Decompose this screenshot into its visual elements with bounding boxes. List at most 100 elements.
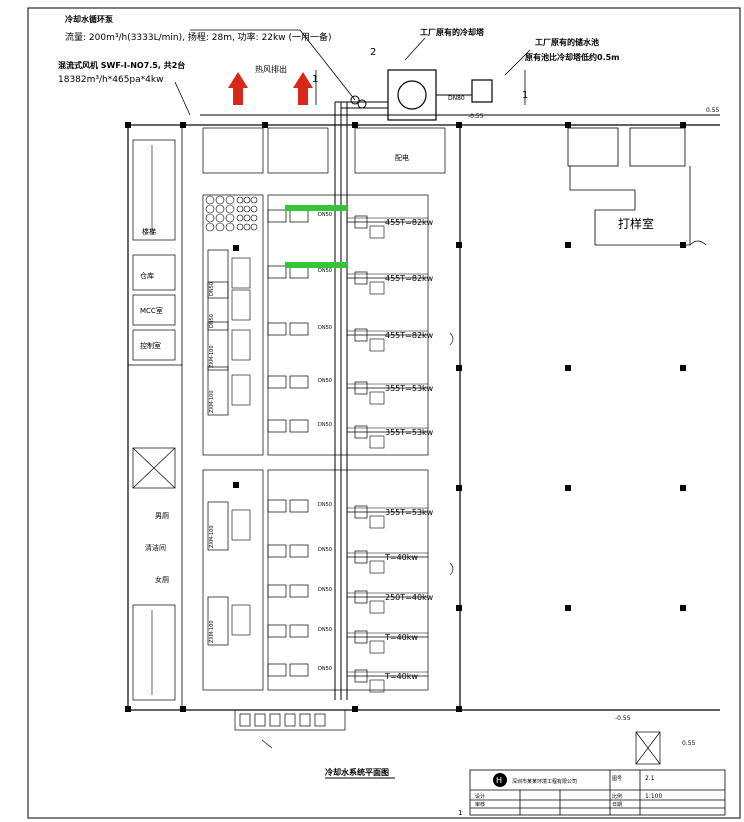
pump-box [369,600,385,614]
machine-label: 355T=53kw [385,508,434,517]
sample-room-label: 打样室 [618,216,654,231]
pump-box [369,640,385,654]
machine-box [289,322,309,336]
title-block [469,769,726,816]
leader-tower [404,37,426,61]
drum [225,222,235,232]
wind-label: 热风排出 [255,64,287,74]
machine-label: 355T=53kw [385,384,434,393]
machine-box [289,624,309,638]
toilet-f: 女厕 [155,575,169,584]
valve-box [354,669,368,683]
left-unit-label: ZXM-100 [209,525,215,548]
machine-row: DN50 250T=40kw [267,584,434,614]
pump-box [369,225,385,239]
left-unit-frames [202,194,429,691]
machine-label: 455T=82kw [385,331,434,340]
pump-box [369,515,385,529]
drawing-title: 冷却水系统平面图 [325,767,389,777]
machine-label: 455T=82kw [385,274,434,283]
left-unit: ZXM-100 [207,596,251,646]
pipe-size-label: DN50 [318,378,332,384]
company-logo-letter: H [496,776,502,785]
drum [250,205,258,213]
machine-row: DN50 455T=82kw [267,209,434,239]
valve-box [354,328,368,342]
drum [225,213,235,223]
pump-box [369,560,385,574]
valve-box [354,215,368,229]
drum [205,195,215,205]
scale-value: 1:100 [645,793,662,800]
pipe-size-label: DN50 [318,502,332,508]
machine-label: 250T=40kw [385,593,434,602]
tower-spec: 18382m³/h*465pa*4kw [58,75,163,85]
machine-box [267,419,287,433]
machine-box [267,624,287,638]
machine-box [267,584,287,598]
green-pipes [285,205,347,268]
valve-box [354,381,368,395]
structural-columns [125,122,686,712]
left-unit: DN50 [207,249,251,299]
drum [236,223,244,231]
machine-row: DN50 355T=53kw [267,375,434,405]
drum [215,195,225,205]
left-core [132,139,176,701]
pipe-size-label: DN50 [318,212,332,218]
machine-box [267,322,287,336]
exhaust-arrows [228,72,313,105]
drum [243,205,251,213]
drawn-by: 设计 [475,793,485,800]
drum [236,205,244,213]
valve-box [354,505,368,519]
machine-box [267,499,287,513]
company-name: 深圳市某某环境工程有限公司 [512,778,577,785]
left-unit: DN50 [207,281,251,331]
drum [250,214,258,222]
dn-main-label: DN80 [448,95,465,102]
leader-pump [190,29,356,101]
pump-box [369,338,385,352]
pipe-size-label: DN50 [318,325,332,331]
sheet-label: 图号 [612,776,622,782]
doors [449,240,707,576]
drum [236,214,244,222]
drum [205,213,215,223]
pool-note: 原有池比冷却塔低约0.5m [525,52,620,62]
left-unit-label: DN50 [209,282,215,296]
drum [236,196,244,204]
drum [205,222,215,232]
level-d: -0.55 [468,113,484,120]
room-store: 仓库 [140,271,154,280]
valve-box [354,550,368,564]
drum [243,196,251,204]
drum [243,214,251,222]
machine-label: 355T=53kw [385,428,434,437]
drum [215,213,225,223]
cooling-tower [387,69,437,121]
machine-label: T=40kw [384,553,418,562]
section-mark-2: 2 [370,47,376,58]
machine-box [289,584,309,598]
date-label: 日期 [612,802,622,808]
pipe-size-label: DN50 [318,627,332,633]
machine-box [289,209,309,223]
drum [243,223,251,231]
machine-box [267,265,287,279]
machine-label: 455T=82kw [385,218,434,227]
machine-label: T=40kw [384,633,418,642]
main-pipes [200,101,720,700]
pump-box [369,281,385,295]
drum [250,196,258,204]
top-rooms [202,127,446,174]
pipe-size-label: DN50 [318,666,332,672]
leader-fan [174,81,191,116]
pipe-size-label: DN50 [318,587,332,593]
cooling-tower-label: 工厂原有的冷却塔 [420,27,485,37]
